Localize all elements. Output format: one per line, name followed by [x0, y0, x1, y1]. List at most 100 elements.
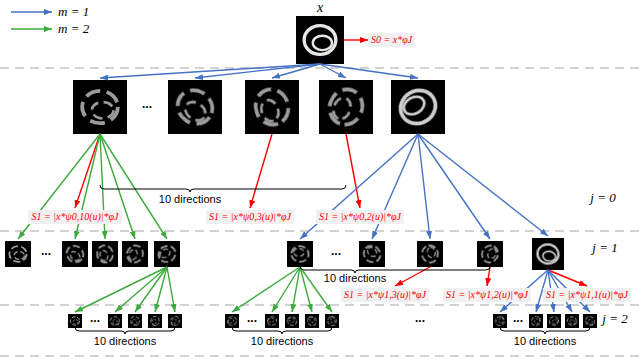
digit-image — [391, 80, 445, 134]
digit-image — [168, 80, 222, 134]
arrow — [548, 270, 587, 286]
digit-image — [285, 314, 299, 328]
ellipsis: ... — [41, 245, 51, 257]
ellipsis: ... — [247, 312, 257, 324]
digit-image — [128, 314, 142, 328]
bracket-label: 10 directions — [94, 335, 156, 348]
ellipsis: ... — [90, 312, 100, 324]
formula-box: S1 = |x*ψ1,2(u)|*φJ — [443, 288, 531, 302]
digit-image — [62, 241, 88, 267]
digit-image — [287, 241, 313, 267]
node-text: S1 = |x*ψ1,1(u)|*φJ — [546, 289, 628, 301]
arrow — [100, 64, 320, 78]
arrow — [135, 267, 167, 312]
digit-image — [305, 314, 319, 328]
bracket-label: 10 directions — [251, 335, 313, 348]
legend-sample — [10, 6, 54, 18]
bracket — [100, 185, 346, 192]
digit-image — [154, 241, 180, 267]
bracket — [232, 327, 332, 334]
digit-image — [319, 80, 373, 134]
digit-image — [529, 314, 543, 328]
digit-image — [122, 241, 148, 267]
arrow — [272, 64, 320, 78]
node-text: S0 = x*φJ — [371, 34, 412, 46]
arrow — [250, 134, 272, 208]
digit-image — [92, 241, 118, 267]
arrow — [167, 267, 175, 312]
digit-image — [583, 314, 597, 328]
digit-image — [477, 241, 503, 267]
digit-image — [265, 314, 279, 328]
formula-box: S1 = |x*ψ0,2(u)|*φJ — [316, 210, 404, 224]
digit-image — [493, 314, 507, 328]
level-label: j = 2 — [602, 311, 627, 326]
digit-image — [359, 241, 385, 267]
digit-image — [296, 16, 344, 64]
arrow — [195, 64, 320, 78]
formula-box: S1 = |x*ψ0,10(u)|*φJ — [28, 210, 121, 224]
arrow — [232, 267, 300, 312]
ellipsis: ... — [513, 312, 523, 324]
digit-image — [68, 314, 82, 328]
bracket — [75, 327, 175, 334]
ellipsis: ... — [142, 98, 152, 110]
node-text: S1 = |x*ψ0,2(u)|*φJ — [319, 211, 401, 223]
arrow — [75, 267, 167, 312]
legend-arrow — [11, 11, 52, 13]
arrow — [418, 134, 548, 236]
formula-box: S0 = x*φJ — [368, 33, 415, 47]
legend-text: m = 1 — [58, 4, 89, 19]
node-text: x — [296, 0, 344, 15]
arrow — [155, 267, 167, 312]
digit-image — [532, 238, 564, 270]
digit-image — [148, 314, 162, 328]
legend-sample — [10, 23, 54, 35]
digit-image — [5, 241, 31, 267]
digit-image — [73, 80, 127, 134]
digit-image — [547, 314, 561, 328]
arrow — [272, 267, 300, 312]
arrow — [115, 267, 167, 312]
bracket — [300, 266, 490, 273]
node-text: S1 = |x*ψ0,3(u)|*φJ — [209, 211, 291, 223]
digit-image — [417, 241, 443, 267]
digit-image — [168, 314, 182, 328]
level-separator — [0, 355, 640, 356]
level-separator — [0, 67, 640, 68]
arrow — [300, 267, 312, 312]
legend-entry: m = 2 — [10, 21, 89, 36]
connector-arrow — [344, 39, 368, 40]
node-text: S1 = |x*ψ0,10(u)|*φJ — [31, 211, 118, 223]
formula-box: S1 = |x*ψ1,3(u)|*φJ — [341, 288, 429, 302]
bracket-label: 10 directions — [514, 335, 576, 348]
bracket-label: 10 directions — [159, 193, 221, 206]
ellipsis: ... — [415, 312, 425, 324]
arrow — [320, 64, 418, 78]
arrow — [75, 134, 100, 208]
legend-entry: m = 1 — [10, 4, 89, 19]
digit-image — [565, 314, 579, 328]
ellipsis: ... — [331, 245, 341, 257]
arrow — [292, 267, 300, 312]
digit-image — [245, 80, 299, 134]
formula-box: S1 = |x*ψ0,3(u)|*φJ — [206, 210, 294, 224]
digit-image — [225, 314, 239, 328]
level-label: j = 1 — [592, 240, 617, 255]
input-image: x — [296, 0, 344, 64]
node-text: S1 = |x*ψ1,2(u)|*φJ — [446, 289, 528, 301]
node-text: S1 = |x*ψ1,3(u)|*φJ — [344, 289, 426, 301]
legend-arrow — [11, 28, 52, 30]
bracket-label: 10 directions — [324, 272, 386, 285]
level-separator — [0, 304, 640, 305]
arrow — [300, 134, 418, 239]
level-label: j = 0 — [590, 190, 615, 205]
arrow — [418, 134, 490, 239]
formula-box: S1 = |x*ψ1,1(u)|*φJ — [543, 288, 631, 302]
bracket — [500, 327, 590, 334]
legend-text: m = 2 — [58, 21, 89, 36]
digit-image — [325, 314, 339, 328]
